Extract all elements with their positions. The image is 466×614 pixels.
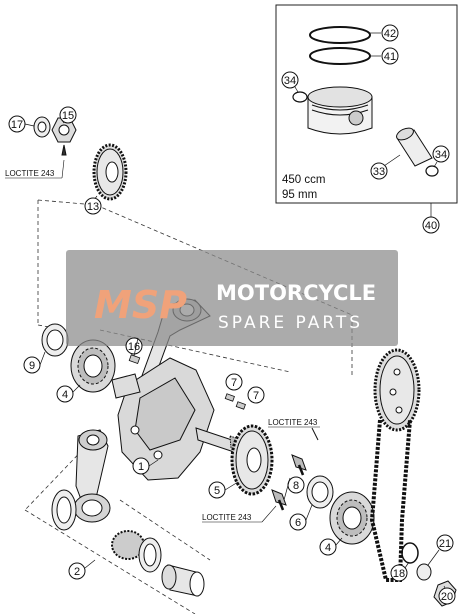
- callout-18: 18: [390, 564, 408, 582]
- svg-text:33: 33: [373, 166, 385, 178]
- svg-text:34: 34: [284, 75, 296, 87]
- watermark-logo: MSP: [94, 283, 187, 327]
- loctite-label-right: LOCTITE 243: [268, 418, 318, 427]
- callout-5: 5: [208, 481, 226, 499]
- inset-bore: 95 mm: [282, 189, 317, 201]
- callout-33: 33: [370, 162, 388, 180]
- circlip-left: [292, 91, 308, 103]
- svg-text:7: 7: [231, 377, 237, 389]
- svg-text:6: 6: [295, 517, 301, 529]
- watermark-line2: SPARE PARTS: [218, 313, 363, 333]
- svg-text:41: 41: [384, 51, 396, 63]
- balancer-gear: [92, 143, 128, 201]
- callout-17: 17: [8, 115, 26, 133]
- svg-text:7: 7: [253, 390, 259, 402]
- svg-text:42: 42: [384, 28, 396, 40]
- svg-text:21: 21: [439, 538, 451, 550]
- svg-text:16: 16: [128, 341, 140, 353]
- svg-text:1: 1: [138, 461, 144, 473]
- callout-9: 9: [23, 356, 41, 374]
- callout-2: 2: [68, 562, 86, 580]
- callout-34-right: 34: [432, 145, 450, 163]
- callout-4-left: 4: [56, 385, 74, 403]
- svg-text:4: 4: [62, 389, 68, 401]
- svg-text:17: 17: [11, 119, 23, 131]
- right-hardware: [271, 427, 375, 545]
- svg-text:40: 40: [425, 220, 437, 232]
- callout-21: 21: [436, 534, 454, 552]
- svg-text:18: 18: [393, 568, 405, 580]
- watermark-banner: [66, 250, 398, 346]
- piston-pin: [396, 127, 433, 167]
- callout-15: 15: [59, 106, 77, 124]
- piston-ring-42: [309, 26, 371, 44]
- watermark: MSP MOTORCYCLE SPARE PARTS: [66, 250, 398, 346]
- svg-text:4: 4: [325, 542, 331, 554]
- svg-text:2: 2: [74, 566, 80, 578]
- callout-7-b: 7: [247, 386, 265, 404]
- callout-4-right: 4: [319, 538, 337, 556]
- callout-1: 1: [132, 457, 150, 475]
- inset-displacement: 450 ccm: [282, 174, 325, 186]
- svg-text:8: 8: [293, 480, 299, 492]
- svg-text:20: 20: [441, 591, 453, 603]
- svg-text:13: 13: [87, 201, 99, 213]
- circlip-right: [425, 165, 439, 177]
- loctite-labels: LOCTITE 243 LOCTITE 243 LOCTITE 243: [5, 159, 320, 523]
- conrod-assembly: [51, 429, 205, 597]
- svg-text:34: 34: [435, 149, 447, 161]
- leader-lines: [24, 119, 446, 589]
- watermark-line1: MOTORCYCLE: [216, 281, 376, 305]
- callout-8: 8: [287, 476, 305, 494]
- callout-41: 41: [381, 47, 399, 65]
- timing-chain: [369, 348, 421, 582]
- piston: [307, 86, 373, 135]
- callout-42: 42: [381, 24, 399, 42]
- svg-text:5: 5: [214, 485, 220, 497]
- piston-inset: 450 ccm 95 mm: [275, 4, 458, 218]
- callout-16: 16: [125, 337, 143, 355]
- callout-6: 6: [289, 513, 307, 531]
- crank-gear: [230, 424, 274, 496]
- callouts: 17 15 13 42 41 34 34 33 40 9 4 16 7 7 1 …: [8, 24, 456, 605]
- svg-text:15: 15: [62, 110, 74, 122]
- loctite-label-bottom: LOCTITE 243: [202, 513, 252, 522]
- loctite-label-top-left: LOCTITE 243: [5, 169, 55, 178]
- callout-7-a: 7: [225, 373, 243, 391]
- callout-20: 20: [438, 587, 456, 605]
- svg-text:9: 9: [29, 360, 35, 372]
- small-pins: [128, 354, 246, 410]
- callout-40: 40: [422, 216, 440, 234]
- callout-13: 13: [84, 197, 102, 215]
- balancer-gear-group: [33, 116, 128, 201]
- main-bearing-left: [41, 323, 116, 393]
- callout-34-left: 34: [281, 71, 299, 89]
